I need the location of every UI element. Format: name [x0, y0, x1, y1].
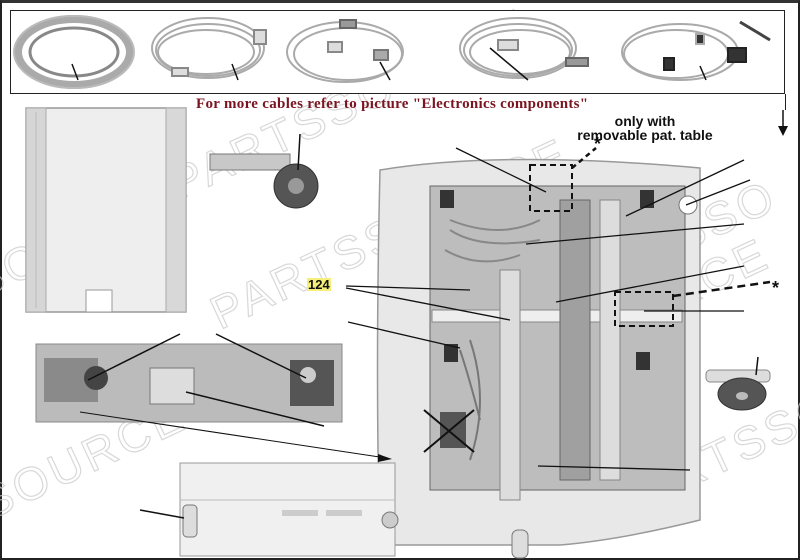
- removable-note-line2: removable pat. table: [577, 127, 713, 143]
- cable-reference-note: For more cables refer to picture "Electr…: [196, 96, 589, 112]
- side-panel: [25, 107, 187, 313]
- asterisk-icon: *: [594, 134, 601, 154]
- asterisk-icon: *: [772, 278, 779, 298]
- note-bracket: [190, 94, 786, 110]
- column-housing: [345, 147, 771, 546]
- cables-panel: [10, 10, 785, 94]
- removable-table-note: only with removable pat. table: [535, 114, 755, 142]
- callout-label-124: 124: [307, 277, 331, 292]
- base-cover: [139, 462, 529, 559]
- cable-4-icon: [459, 17, 589, 81]
- cable-2-icon: [151, 17, 267, 81]
- drive-mechanism-detail: [35, 333, 392, 462]
- cable-1-icon: [13, 15, 135, 89]
- roller-assembly: [705, 356, 771, 411]
- removable-note-line1: only with: [614, 113, 676, 129]
- motor-bracket: [209, 133, 319, 209]
- arrow-down-icon: [778, 110, 788, 136]
- cable-3-icon: [286, 19, 404, 83]
- cable-5-icon: [621, 20, 771, 81]
